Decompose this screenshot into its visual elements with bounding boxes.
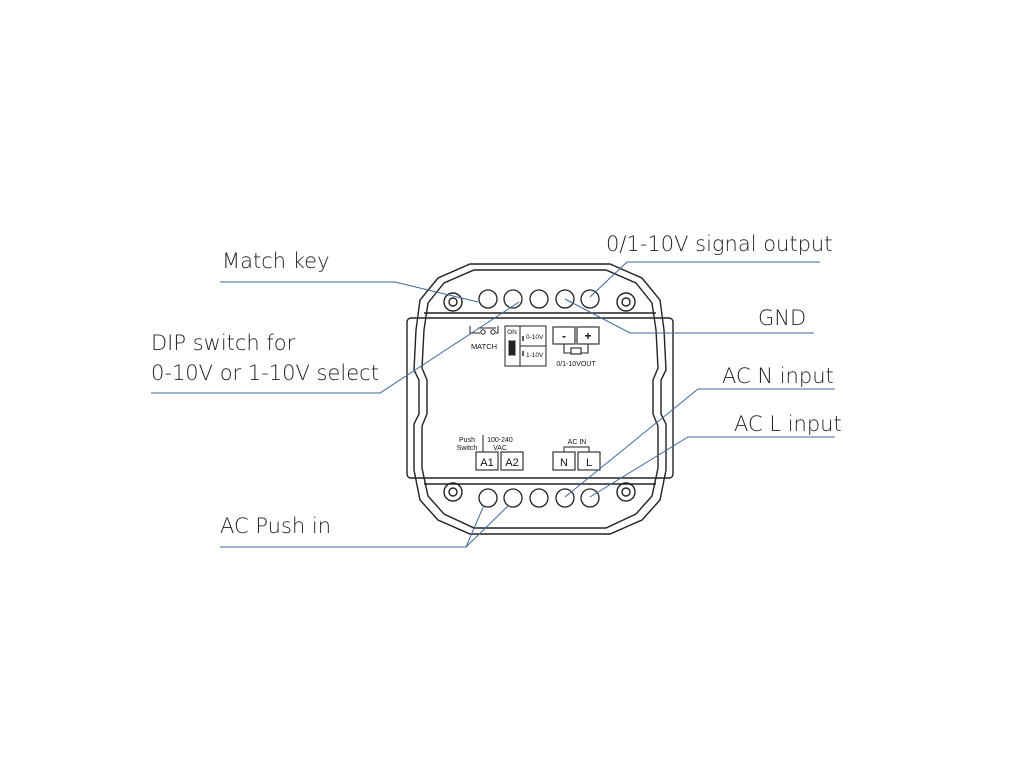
callout-ac-push-in: AC Push in: [220, 514, 332, 538]
dip-switch: [504, 325, 547, 367]
leader-ac-n: [564, 388, 835, 498]
bottom-terminal-screws: [478, 488, 600, 508]
ac-in-label: AC IN: [568, 439, 587, 446]
callout-ac-n-input: AC N input: [722, 364, 834, 388]
terminal-a2-label: A2: [505, 457, 518, 469]
signal-output-terminals: [552, 326, 600, 355]
out-label: 0/1-10VOUT: [556, 361, 596, 368]
ac-in-bracket: [563, 446, 590, 452]
device-body: [406, 263, 674, 535]
match-label: MATCH: [471, 342, 497, 351]
leader-gnd: [564, 298, 814, 334]
leader-lines: [151, 261, 835, 548]
dip-option-1-10v: 1-10V: [526, 352, 544, 359]
leader-ac-push-in-2: [465, 504, 510, 548]
callout-match-key: Match key: [222, 249, 330, 273]
push-switch-terminals: [475, 451, 524, 471]
push-switch-label-1: Push: [459, 437, 475, 444]
out-plus-label: +: [584, 329, 591, 343]
vac-label-1: 100-240: [487, 437, 513, 444]
callout-dip-switch-line2: 0-10V or 1-10V select: [151, 361, 379, 385]
callout-gnd: GND: [758, 306, 807, 330]
terminal-l-label: L: [586, 457, 592, 469]
leader-match-key: [220, 281, 479, 303]
leader-signal-output: [589, 261, 820, 298]
leader-dip-switch: [151, 301, 520, 394]
ac-in-terminals: [552, 451, 601, 471]
callout-ac-l-input: AC L input: [734, 412, 842, 436]
match-key-symbol: [469, 326, 499, 335]
terminal-n-label: N: [560, 457, 568, 469]
dip-on-label: ON: [507, 329, 517, 336]
top-terminal-screws: [478, 289, 600, 309]
callout-dip-switch-line1: DIP switch for: [151, 331, 296, 355]
push-switch-label-2: Switch: [457, 445, 478, 452]
callout-signal-output: 0/1-10V signal output: [606, 232, 833, 256]
out-minus-label: -: [562, 329, 566, 343]
vac-label-2: VAC: [493, 445, 507, 452]
terminal-a1-label: A1: [480, 457, 493, 469]
leader-ac-l: [589, 436, 835, 498]
dip-option-0-10v: 0-10V: [526, 334, 544, 341]
